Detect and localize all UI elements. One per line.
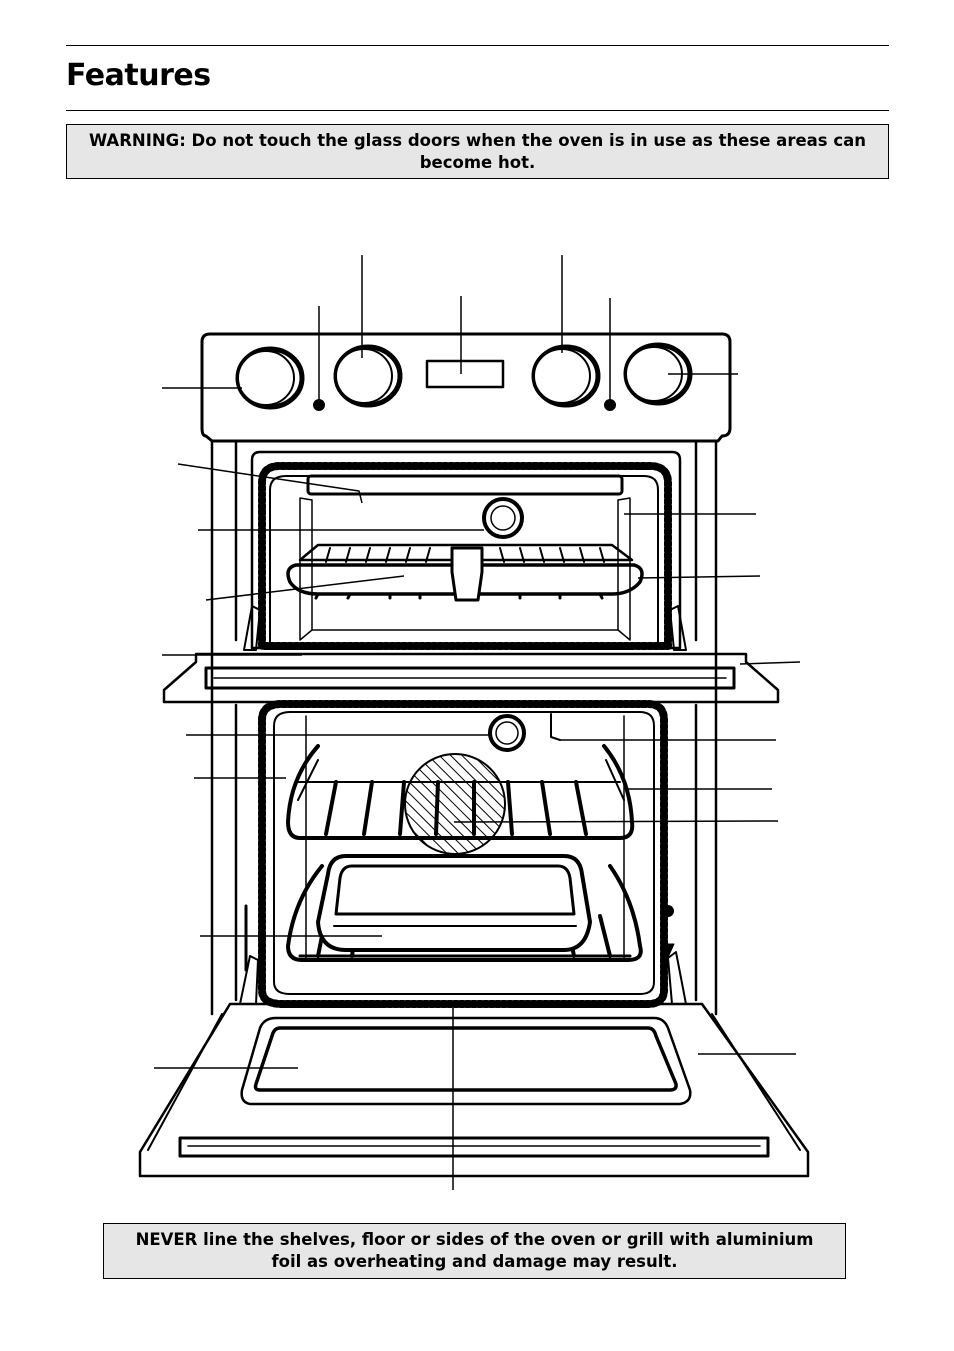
indicator-light-right (604, 399, 616, 411)
control-panel (200, 332, 732, 443)
oven-door-catch (662, 905, 674, 917)
grill-element (306, 474, 624, 496)
title-rule (66, 110, 889, 111)
door-glass (240, 1016, 692, 1106)
grill-pan-handle (450, 546, 484, 602)
page-title: Features (66, 58, 211, 93)
notice-box: NEVER line the shelves, floor or sides o… (103, 1223, 846, 1279)
roasting-tin (316, 854, 592, 952)
control-knob-3 (531, 344, 601, 408)
main-oven-cavity (239, 700, 687, 1008)
top-oven-cavity (243, 450, 687, 651)
main-door (138, 1002, 810, 1178)
control-knob-1 (235, 346, 305, 410)
warning-text: WARNING: Do not touch the glass doors wh… (88, 130, 867, 172)
callout-lines (154, 255, 801, 1190)
warning-box: WARNING: Do not touch the glass doors wh… (66, 124, 889, 179)
oven-shelf-upper (286, 744, 635, 840)
oven-cabinet (210, 439, 718, 1016)
top-door (162, 652, 780, 704)
temperature-sensor (550, 713, 561, 741)
indicator-light-left (313, 399, 325, 411)
control-knob-2 (333, 344, 403, 408)
top-oven-light (482, 497, 524, 539)
door-handle (178, 1136, 770, 1158)
notice-text: NEVER line the shelves, floor or sides o… (135, 1230, 814, 1271)
top-hinge-right (669, 605, 687, 651)
grill-pan (286, 543, 644, 602)
top-rule (66, 45, 889, 46)
main-hinge-right (667, 951, 687, 1005)
top-hinge-left (243, 605, 261, 651)
main-oven-light (488, 714, 526, 752)
main-hinge-left (239, 955, 259, 1005)
timer-display (425, 359, 505, 389)
